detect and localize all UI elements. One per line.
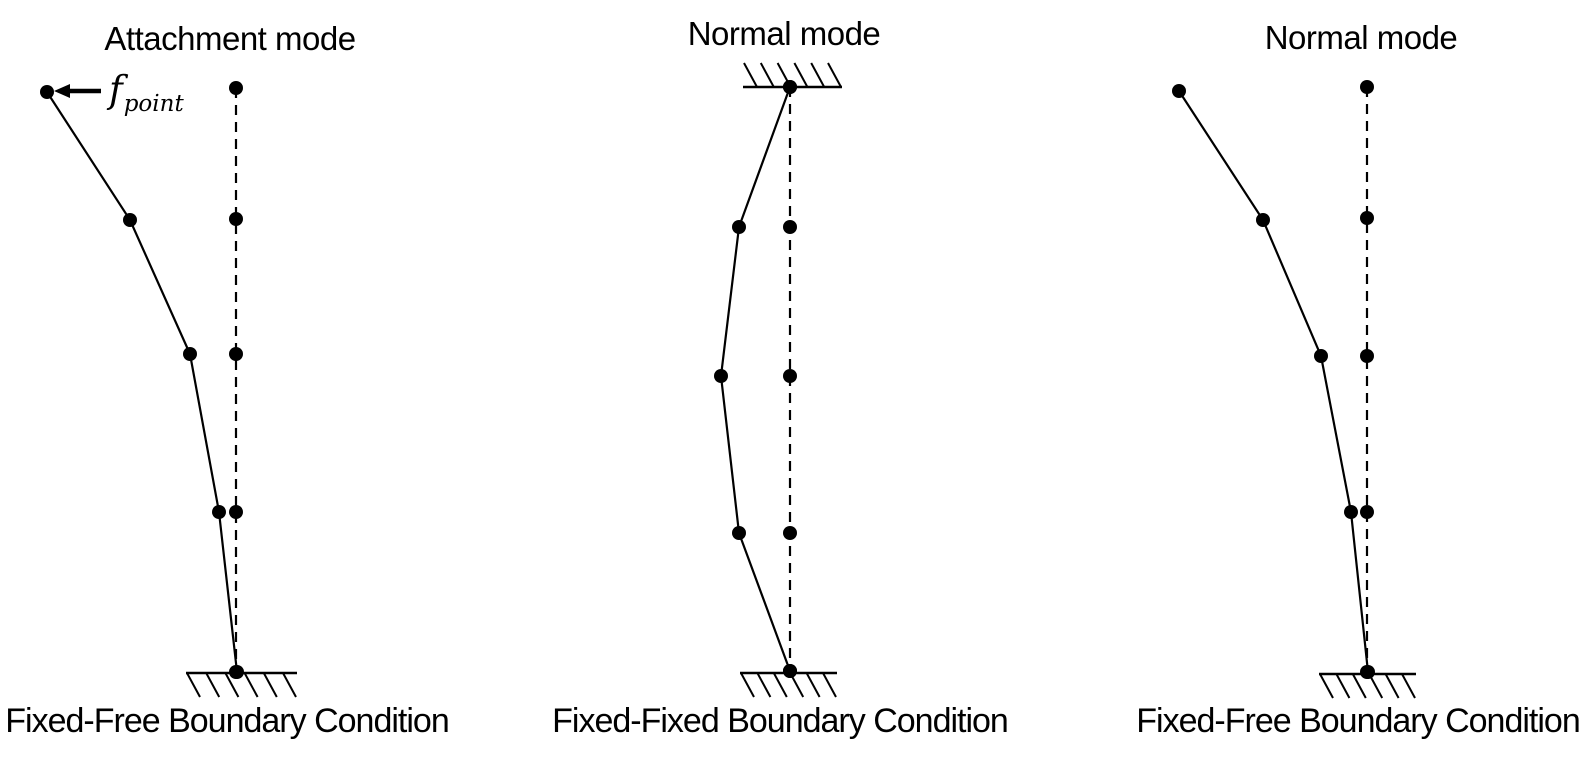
panel-2-support-hatch-tick <box>756 672 772 698</box>
panel-2-support-hatch-tick <box>759 62 775 88</box>
panel-2-reference-node-dot <box>783 220 797 234</box>
force-symbol-subscript: point <box>123 91 184 117</box>
panel-1-title: Attachment mode <box>104 20 356 57</box>
panel-2-mass-node-dot <box>714 369 728 383</box>
panel-3-reference-node-dot <box>1360 349 1374 363</box>
panel-2-boundary-condition-label: Fixed-Fixed Boundary Condition <box>552 702 1009 740</box>
panel-3-support-hatch-tick <box>1384 673 1400 699</box>
force-symbol: f <box>109 68 123 111</box>
panel-1-support-hatch-tick <box>262 672 278 698</box>
panel-1-reference-node-dot <box>229 81 243 95</box>
panel-3-mass-node-dot <box>1172 84 1186 98</box>
panel-3-mass-node-dot <box>1344 505 1358 519</box>
panel-2-support-hatch-tick <box>827 62 842 88</box>
panel-3-mass-node-dot <box>1314 349 1328 363</box>
panel-2-support-hatch-tick <box>810 62 826 88</box>
panel-1-mass-node-dot <box>230 665 244 679</box>
panel-3-support-hatch-tick <box>1351 673 1367 699</box>
panel-2-mass-node-dot <box>783 80 797 94</box>
panel-1-mass-node-dot <box>212 505 226 519</box>
panel-1-support-hatch-tick <box>243 672 259 698</box>
panel-2-support-hatch-tick <box>805 672 821 698</box>
panel-1-reference-node-dot <box>229 212 243 226</box>
panel-3-mass-node-dot <box>1361 665 1375 679</box>
panel-3-mode-shape-curve <box>1178 90 1370 673</box>
panel-1-mass-node-dot <box>183 347 197 361</box>
panel-1-support-hatch-tick <box>282 672 297 698</box>
panel-2-support-hatch-tick <box>822 672 837 698</box>
panel-1-mass-node-dot <box>123 213 137 227</box>
panel-2-support-hatch-tick <box>743 62 758 88</box>
panel-1-support-hatch-tick <box>205 672 221 698</box>
panel-1-boundary-condition-label: Fixed-Free Boundary Condition <box>5 702 449 740</box>
panel-3-reference-node-dot <box>1360 211 1374 225</box>
panel-1-mass-node-dot <box>40 85 54 99</box>
panel-2-support-hatch-tick <box>793 62 809 88</box>
panel-2-mass-node-dot <box>732 220 746 234</box>
panel-2-support-hatch-tick <box>772 672 788 698</box>
panel-3-title: Normal mode <box>1264 19 1458 56</box>
panel-3-support-hatch-tick <box>1319 673 1334 699</box>
panel-2-mass-node-dot <box>732 526 746 540</box>
panel-2-mass-node-dot <box>783 664 797 678</box>
panel-3-mass-node-dot <box>1256 213 1270 227</box>
panel-3-support-hatch-tick <box>1401 673 1416 699</box>
panel-3-reference-node-dot <box>1360 505 1374 519</box>
panel-2-reference-node-dot <box>783 369 797 383</box>
panel-2-mode-shape-curve <box>719 86 792 672</box>
panel-1-support-hatch-tick <box>186 672 201 698</box>
panel-1-reference-node-dot <box>229 505 243 519</box>
panel-3-boundary-condition-label: Fixed-Free Boundary Condition <box>1136 702 1580 740</box>
panel-2-support-hatch-tick <box>740 672 755 698</box>
panel-1-force-arrowhead-icon <box>54 84 70 98</box>
panel-1-reference-node-dot <box>229 347 243 361</box>
panel-2-title: Normal mode <box>687 15 881 52</box>
panel-3-support-hatch-tick <box>1335 673 1351 699</box>
panel-2-reference-node-dot <box>783 526 797 540</box>
panel-1-support-hatch-tick <box>224 672 240 698</box>
point-force-label: fpoint <box>109 68 184 117</box>
panel-1-mode-shape-curve <box>46 91 239 673</box>
panel-3-reference-node-dot <box>1360 80 1374 94</box>
